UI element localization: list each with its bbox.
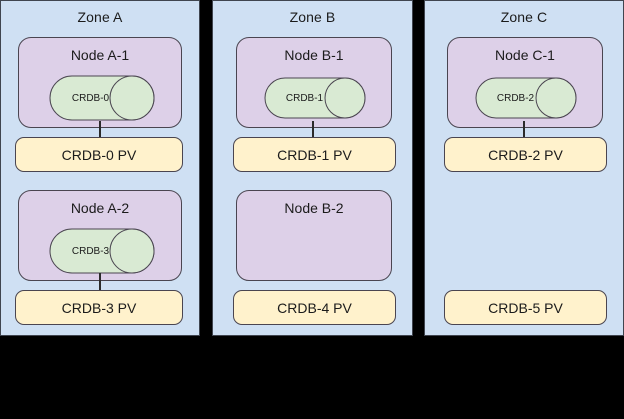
- pv-box-crdb-2[interactable]: CRDB-2 PV: [444, 137, 607, 172]
- pod-cylinder-crdb-0[interactable]: CRDB-0: [49, 75, 155, 121]
- pv-box-crdb-3[interactable]: CRDB-3 PV: [15, 290, 183, 325]
- zone-panel-b: Zone B Node B-1 CRDB-1 CRDB-1 PV Node B-…: [212, 0, 413, 336]
- node-box-c-1[interactable]: Node C-1 CRDB-2: [447, 37, 603, 128]
- pod-cylinder-crdb-3[interactable]: CRDB-3: [49, 228, 155, 274]
- node-box-b-2[interactable]: Node B-2: [236, 190, 392, 281]
- connector-crdb-0-to-pv: [99, 121, 101, 138]
- node-box-a-2[interactable]: Node A-2 CRDB-3: [18, 190, 182, 281]
- connector-crdb-3-to-pv: [99, 273, 101, 291]
- zone-title-b: Zone B: [289, 9, 336, 25]
- pv-box-crdb-1[interactable]: CRDB-1 PV: [233, 137, 396, 172]
- node-label-b-2: Node B-2: [284, 200, 344, 216]
- zone-title-a: Zone A: [77, 9, 123, 25]
- pod-cylinder-crdb-2[interactable]: CRDB-2: [475, 77, 577, 119]
- node-label-b-1: Node B-1: [284, 47, 344, 63]
- zone-panel-a: Zone A Node A-1 CRDB-0 CRDB-0 PV Node A-…: [0, 0, 200, 336]
- pv-box-crdb-4[interactable]: CRDB-4 PV: [233, 290, 396, 325]
- zone-title-c: Zone C: [500, 9, 548, 25]
- pv-box-crdb-5[interactable]: CRDB-5 PV: [444, 290, 607, 325]
- node-box-a-1[interactable]: Node A-1 CRDB-0: [18, 37, 182, 128]
- connector-crdb-2-to-pv: [523, 121, 525, 138]
- connector-crdb-1-to-pv: [312, 121, 314, 138]
- node-label-a-2: Node A-2: [70, 200, 130, 216]
- pv-box-crdb-0[interactable]: CRDB-0 PV: [15, 137, 183, 172]
- zone-panel-c: Zone C Node C-1 CRDB-2 CRDB-2 PV CRDB-5 …: [424, 0, 624, 336]
- pod-cylinder-crdb-1[interactable]: CRDB-1: [264, 77, 366, 119]
- node-box-b-1[interactable]: Node B-1 CRDB-1: [236, 37, 392, 128]
- node-label-a-1: Node A-1: [70, 47, 130, 63]
- node-label-c-1: Node C-1: [495, 47, 555, 63]
